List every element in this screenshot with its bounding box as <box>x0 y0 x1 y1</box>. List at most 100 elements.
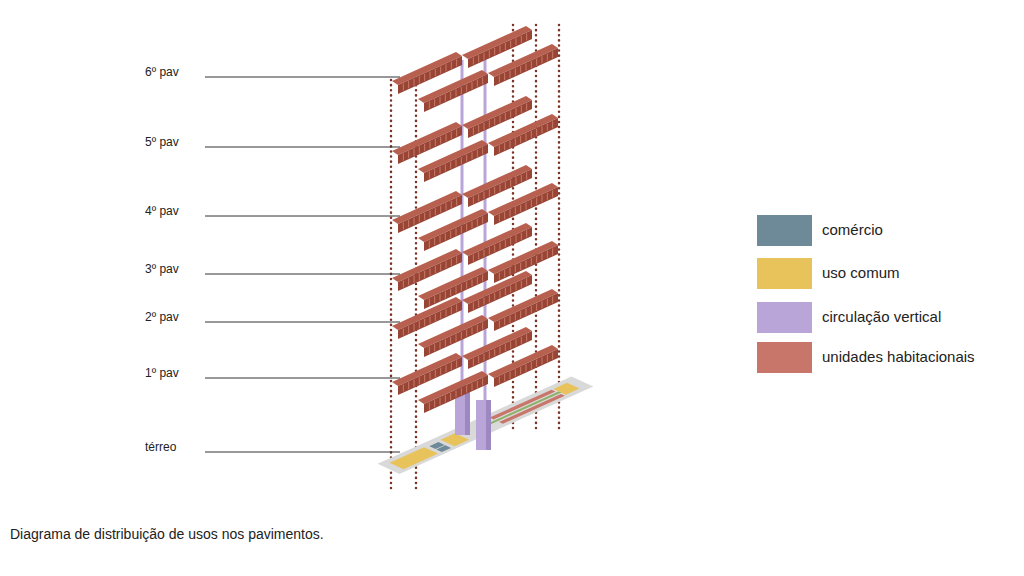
leader-line <box>205 216 400 217</box>
brick-joint <box>473 128 474 135</box>
leader-line <box>205 147 400 148</box>
brick-joint <box>494 48 495 55</box>
brick-joint <box>542 357 543 364</box>
brick-joint <box>478 252 479 259</box>
brick-joint <box>424 74 425 81</box>
brick-joint <box>536 198 537 205</box>
legend-swatch <box>757 215 812 246</box>
brick-joint <box>435 314 436 321</box>
brick-joint <box>526 64 527 71</box>
brick-joint <box>419 215 420 222</box>
brick-joint <box>477 219 478 226</box>
brick-joint <box>403 223 404 230</box>
brick-joint <box>434 169 435 176</box>
brick-joint <box>526 261 527 268</box>
brick-joint <box>451 201 452 208</box>
brick-joint <box>451 62 452 69</box>
brick-joint <box>484 298 485 305</box>
brick-joint <box>552 248 553 255</box>
brick-joint <box>516 38 517 45</box>
structure-column <box>390 80 393 488</box>
ground-units <box>490 390 556 420</box>
brick-joint <box>456 287 457 294</box>
brick-joint <box>446 261 447 268</box>
leader-line <box>205 452 400 453</box>
brick-joint <box>450 289 451 296</box>
leader-line <box>205 378 400 379</box>
brick-joint <box>547 124 548 131</box>
brick-joint <box>500 185 501 192</box>
brick-joint <box>494 187 495 194</box>
brick-joint <box>456 391 457 398</box>
brick-joint <box>450 337 451 344</box>
brick-joint <box>472 327 473 334</box>
brick-joint <box>440 264 441 271</box>
brick-joint <box>520 66 521 73</box>
brick-joint <box>482 274 483 281</box>
brick-joint <box>472 221 473 228</box>
floor-label: 1º pav <box>145 366 179 380</box>
brick-joint <box>451 307 452 314</box>
brick-joint <box>403 154 404 161</box>
brick-joint <box>424 144 425 151</box>
brick-joint <box>414 324 415 331</box>
brick-joint <box>440 97 441 104</box>
legend-label: comércio <box>822 221 883 238</box>
brick-joint <box>461 388 462 395</box>
brick-joint <box>542 195 543 202</box>
brick-joint <box>430 317 431 324</box>
brick-joint <box>414 218 415 225</box>
brick-joint <box>414 149 415 156</box>
floor-label: 4º pav <box>145 204 179 218</box>
brick-joint <box>434 400 435 407</box>
brick-joint <box>500 243 501 250</box>
brick-joint <box>552 190 553 197</box>
brick-joint <box>499 377 500 384</box>
brick-joint <box>482 147 483 154</box>
brick-joint <box>473 255 474 262</box>
brick-joint <box>440 312 441 319</box>
slab-face <box>494 187 558 225</box>
brick-joint <box>499 146 500 153</box>
brick-joint <box>510 141 511 148</box>
legend-label: circulação vertical <box>822 308 941 325</box>
floor-label: 5º pav <box>145 135 179 149</box>
brick-joint <box>510 238 511 245</box>
caption: Diagrama de distribuição de usos nos pav… <box>10 526 324 542</box>
brick-joint <box>466 224 467 231</box>
brick-joint <box>510 286 511 293</box>
brick-joint <box>516 283 517 290</box>
brick-joint <box>456 59 457 66</box>
brick-joint <box>477 150 478 157</box>
brick-joint <box>504 374 505 381</box>
brick-joint <box>526 203 527 210</box>
brick-joint <box>526 365 527 372</box>
brick-joint <box>440 206 441 213</box>
legend-label: unidades habitacionais <box>822 348 975 365</box>
brick-joint <box>510 210 511 217</box>
brick-joint <box>461 87 462 94</box>
circulation-tower <box>476 400 491 450</box>
brick-joint <box>505 288 506 295</box>
brick-joint <box>445 291 446 298</box>
brick-joint <box>414 79 415 86</box>
brick-joint <box>526 134 527 141</box>
brick-joint <box>531 61 532 68</box>
brick-joint <box>472 82 473 89</box>
brick-joint <box>505 240 506 247</box>
brick-joint <box>547 299 548 306</box>
brick-joint <box>536 256 537 263</box>
brick-joint <box>446 203 447 210</box>
brick-joint <box>500 347 501 354</box>
brick-joint <box>435 208 436 215</box>
brick-joint <box>456 129 457 136</box>
brick-joint <box>531 362 532 369</box>
brick-joint <box>408 278 409 285</box>
brick-joint <box>482 216 483 223</box>
brick-joint <box>445 164 446 171</box>
brick-joint <box>520 136 521 143</box>
brick-joint <box>419 146 420 153</box>
brick-joint <box>435 69 436 76</box>
slab-face <box>424 271 488 309</box>
